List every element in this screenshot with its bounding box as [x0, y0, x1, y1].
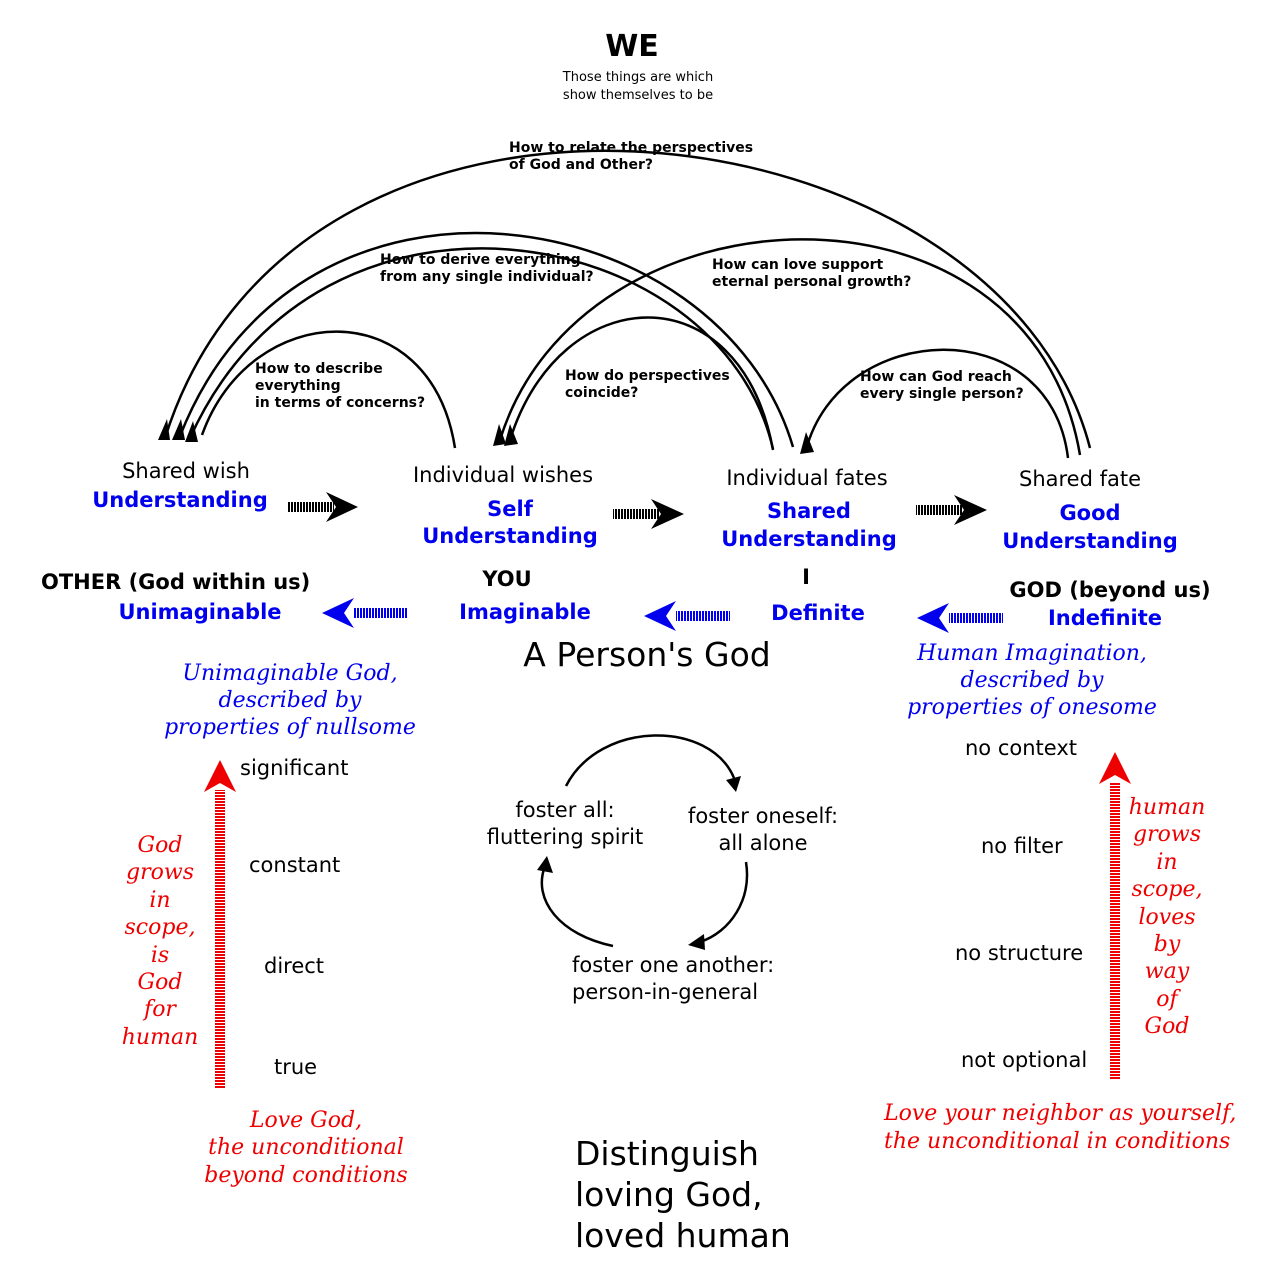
label-you: YOU: [482, 567, 532, 591]
arrow-human-grows: [1099, 752, 1131, 1080]
arc-relate: [163, 149, 1092, 449]
label-god-sub: Indefinite: [1047, 606, 1163, 630]
label-other-sub: Unimaginable: [118, 600, 282, 624]
cycle-foster-all: foster all:fluttering spirit: [486, 798, 644, 849]
label-individual-fates: Individual fates: [726, 466, 888, 490]
left-level-direct: direct: [264, 954, 325, 978]
arrow-god-to-i: [917, 603, 1003, 633]
arc-derive-head: [172, 419, 185, 440]
left-level-significant: significant: [240, 756, 349, 780]
arc-derive-2: [188, 247, 775, 450]
arrow-you-to-other: [322, 598, 408, 628]
arc-reach: [804, 348, 1070, 459]
left-level-constant: constant: [249, 853, 341, 877]
arc-derive-2-head: [185, 421, 198, 442]
arrow-wishes-to-fates: [613, 499, 684, 529]
label-god: GOD (beyond us): [1009, 578, 1211, 602]
label-other: OTHER (God within us): [41, 570, 311, 594]
right-level-not-optional: not optional: [961, 1048, 1088, 1072]
left-level-true: true: [274, 1055, 318, 1079]
cycle-arrow-top: [564, 734, 736, 787]
arc-describe: [200, 330, 457, 449]
love-neighbor-text: Love your neighbor as yourself,the uncon…: [884, 1101, 1237, 1154]
label-individual-wishes: Individual wishes: [412, 463, 594, 487]
label-i-sub: Definite: [771, 601, 865, 625]
arrow-fates-to-shared-fate: [916, 495, 987, 525]
right-level-no-context: no context: [965, 736, 1077, 760]
arc-reach-head: [800, 432, 814, 454]
arc-derive: [178, 231, 795, 448]
arrow-wish-to-wishes: [288, 492, 358, 522]
cycle-arrow-left-head: [537, 856, 553, 873]
cycle-arrow-top-head: [726, 776, 741, 792]
right-level-no-filter: no filter: [981, 834, 1063, 858]
label-i: I: [802, 565, 810, 589]
label-shared-wish: Shared wish: [122, 459, 250, 483]
arc-coincide-head: [504, 424, 518, 446]
cycle-foster-oneself: foster oneself:all alone: [687, 804, 839, 855]
arc-relate-head: [158, 419, 170, 440]
arc-love-head: [493, 424, 506, 446]
label-shared-wish-sub: Understanding: [92, 488, 268, 512]
center-title: A Person's God: [523, 635, 771, 674]
arc-coincide: [508, 316, 775, 451]
label-you-sub: Imaginable: [459, 600, 591, 624]
cycle-arrow-left: [540, 865, 614, 948]
cycle-foster-one-another: foster one another:person-in-general: [572, 953, 775, 1004]
cycle-arrow-right-head: [688, 934, 705, 950]
cycle-arrow-right: [699, 861, 749, 944]
arrow-god-grows: [204, 760, 236, 1088]
arc-love: [498, 238, 1082, 456]
we-title: WE: [605, 29, 659, 64]
label-shared-fate: Shared fate: [1018, 467, 1142, 491]
arrow-i-to-you: [644, 601, 730, 631]
right-level-no-structure: no structure: [955, 941, 1084, 965]
